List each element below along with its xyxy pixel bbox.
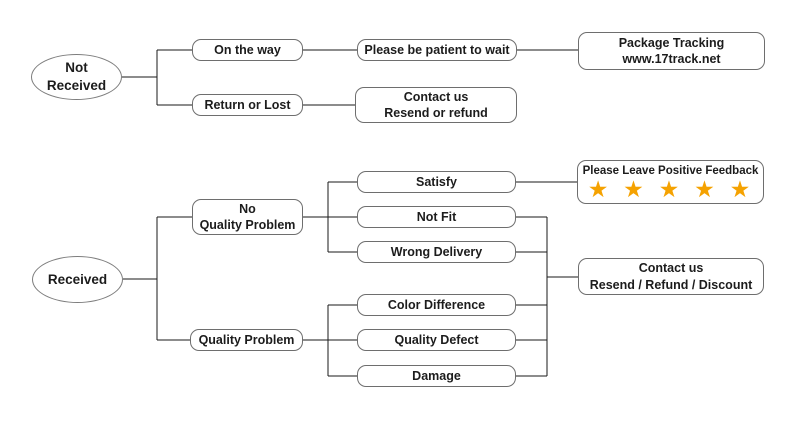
node-quality-defect: Quality Defect: [357, 329, 516, 351]
node-wrong-delivery: Wrong Delivery: [357, 241, 516, 263]
node-received: Received: [32, 256, 123, 303]
node-label: Wrong Delivery: [390, 244, 483, 259]
connector-right-collector: [516, 181, 578, 377]
node-label: Quality Problem: [199, 218, 296, 232]
node-label: Return or Lost: [204, 97, 291, 112]
node-quality-problem: Quality Problem: [190, 329, 303, 351]
node-label: Contact us: [403, 89, 469, 104]
node-label: Received: [46, 78, 107, 93]
node-damage: Damage: [357, 365, 516, 387]
node-please-be-patient: Please be patient to wait: [357, 39, 517, 61]
node-contact-us-resend-refund: Contact us Resend or refund: [355, 87, 517, 123]
node-on-the-way: On the way: [192, 39, 303, 61]
node-label: Package Tracking: [618, 35, 725, 50]
connector-no-quality-branch: [303, 181, 357, 253]
node-label: On the way: [214, 42, 281, 57]
node-not-received: Not Received: [31, 54, 122, 100]
node-label: Color Difference: [387, 297, 486, 312]
node-color-difference: Color Difference: [357, 294, 516, 316]
node-package-tracking: Package Tracking www.17track.net: [578, 32, 765, 70]
connector-not-received-branch: [122, 49, 578, 106]
node-not-fit: Not Fit: [357, 206, 516, 228]
node-label: Resend / Refund / Discount: [589, 277, 753, 292]
node-label: Received: [47, 271, 108, 287]
node-label: Satisfy: [416, 174, 457, 189]
connector-quality-branch: [303, 304, 357, 377]
connector-received-branch: [123, 216, 192, 341]
node-label: Not: [65, 60, 88, 76]
node-label: Not Fit: [416, 209, 457, 224]
node-label: www.17track.net: [622, 52, 721, 66]
node-contact-us-resend-refund-discount: Contact us Resend / Refund / Discount: [578, 258, 764, 295]
node-positive-feedback: Please Leave Positive Feedback ★ ★ ★ ★ ★: [577, 160, 764, 204]
node-label: Quality Defect: [394, 332, 479, 347]
node-label: Contact us: [638, 261, 704, 276]
star-rating-icons: ★ ★ ★ ★ ★: [589, 178, 755, 201]
node-return-or-lost: Return or Lost: [192, 94, 303, 116]
node-label: Please Leave Positive Feedback: [582, 165, 759, 178]
node-label: No: [239, 201, 256, 216]
node-satisfy: Satisfy: [357, 171, 516, 193]
node-label: Resend or refund: [384, 106, 488, 120]
node-label: Quality Problem: [198, 332, 295, 347]
node-label: Please be patient to wait: [364, 42, 510, 57]
node-no-quality-problem: No Quality Problem: [192, 199, 303, 235]
node-label: Damage: [412, 368, 461, 383]
